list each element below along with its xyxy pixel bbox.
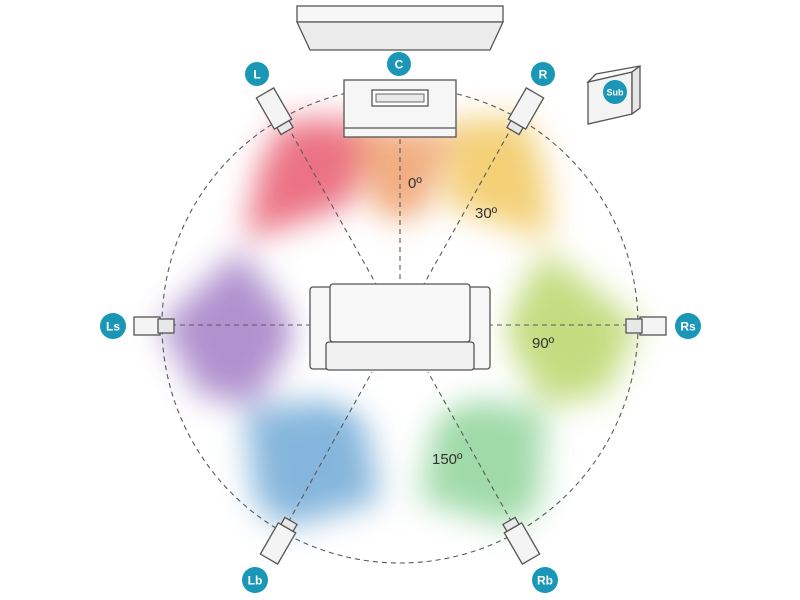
sub-side xyxy=(631,64,641,116)
sofa-back xyxy=(329,283,471,343)
zone-ls xyxy=(160,250,300,405)
sofa xyxy=(309,283,491,371)
speaker-ls-cabinet xyxy=(133,316,175,336)
speaker-cabinets xyxy=(133,87,667,565)
badge-c-label: C xyxy=(395,58,404,72)
badge-l: L xyxy=(245,62,269,86)
badge-rb-label: Rb xyxy=(537,574,553,588)
tv-unit xyxy=(343,79,457,138)
badge-sub-label: Sub xyxy=(607,88,625,98)
badge-lb-label: Lb xyxy=(248,574,263,588)
badge-r: R xyxy=(531,62,555,86)
angle-label-side: 90º xyxy=(532,335,555,352)
coverage-zones xyxy=(160,118,640,528)
badge-rs: Rs xyxy=(675,313,701,339)
speaker-l-cabinet xyxy=(255,87,294,136)
line-right-back xyxy=(427,371,517,531)
zone-r xyxy=(445,118,550,240)
speaker-lb-cabinet xyxy=(259,516,298,565)
badge-r-label: R xyxy=(539,68,548,82)
zone-c xyxy=(355,128,455,235)
badge-l-label: L xyxy=(253,68,260,82)
speaker-rs-cabinet xyxy=(625,316,667,336)
line-left xyxy=(282,117,377,285)
badge-c: C xyxy=(387,52,411,76)
speaker-badges: C L R Sub Ls Rs xyxy=(100,52,701,593)
zone-rs xyxy=(500,250,640,405)
badge-ls: Ls xyxy=(100,313,126,339)
zone-l xyxy=(245,120,380,240)
projection-screen xyxy=(295,5,505,51)
sofa-seat xyxy=(325,341,475,371)
angle-label-rear: 150º xyxy=(432,451,463,468)
badge-rs-label: Rs xyxy=(680,320,696,334)
speaker-rb-cabinet xyxy=(502,516,541,565)
center-speaker-grill xyxy=(375,93,425,103)
speaker-r-cabinet xyxy=(506,87,545,136)
badge-lb: Lb xyxy=(242,567,268,593)
screen-top xyxy=(296,5,504,23)
line-right xyxy=(423,117,518,285)
zone-lb xyxy=(245,395,380,528)
screen-bottom xyxy=(295,21,505,51)
angle-label-front: 0º xyxy=(408,175,422,192)
angle-label-front-side: 30º xyxy=(475,205,498,222)
line-left-back xyxy=(283,371,373,531)
zone-rb xyxy=(420,395,545,528)
angle-lines xyxy=(162,112,638,531)
badge-rb: Rb xyxy=(532,567,558,593)
badge-ls-label: Ls xyxy=(106,320,120,334)
badge-sub: Sub xyxy=(603,80,627,104)
